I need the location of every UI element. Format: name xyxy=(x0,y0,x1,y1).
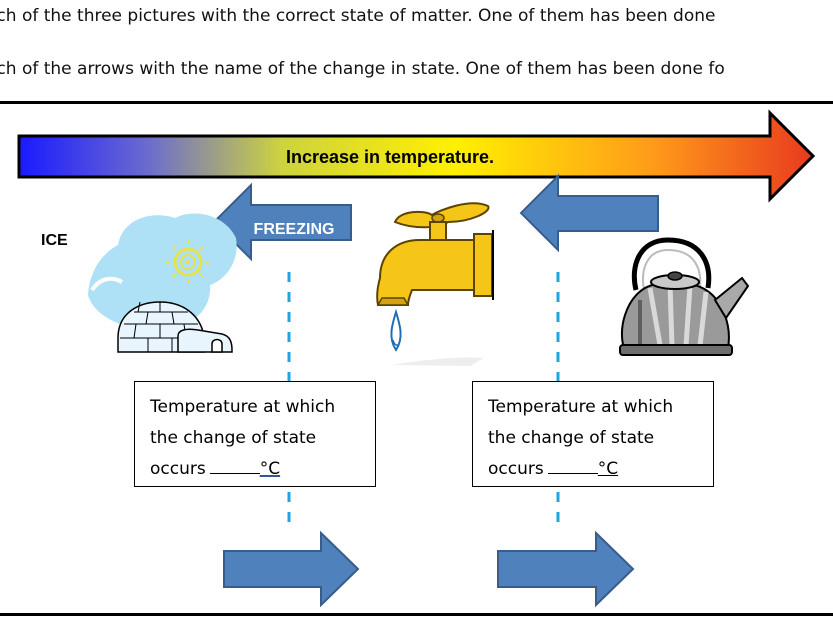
temperature-box-right-line2: the change of state xyxy=(488,428,655,448)
bottom-rule xyxy=(0,613,833,616)
temperature-box-right: Temperature at which the change of state… xyxy=(472,381,714,487)
temperature-arrow: Increase in temperature. xyxy=(17,109,816,203)
change-arrow-bottom-left[interactable] xyxy=(223,530,360,608)
occurs-label: occurs xyxy=(150,459,206,479)
temperature-box-right-line1: Temperature at which xyxy=(488,397,674,417)
temperature-arrow-label: Increase in temperature. xyxy=(286,147,494,167)
change-arrow-bottom-right[interactable] xyxy=(497,530,635,608)
instruction-line-1: ach of the three pictures with the corre… xyxy=(0,6,716,26)
temperature-blank-left[interactable] xyxy=(209,457,260,474)
tap-icon xyxy=(376,202,494,366)
freezing-arrow-label: FREEZING xyxy=(254,221,335,238)
igloo-icon xyxy=(88,213,237,353)
temperature-box-right-line3: occurs °C xyxy=(488,454,713,485)
celsius-unit: °C xyxy=(597,459,619,479)
kettle-icon xyxy=(619,237,750,356)
temperature-box-left: Temperature at which the change of state… xyxy=(134,381,376,487)
top-rule xyxy=(0,101,833,104)
temperature-box-left-line3: occurs °C xyxy=(150,454,375,485)
celsius-unit: °C xyxy=(259,459,281,479)
temperature-blank-right[interactable] xyxy=(547,457,598,474)
temperature-box-left-line1: Temperature at which xyxy=(150,397,336,417)
change-arrow-top-right[interactable] xyxy=(519,173,659,253)
instruction-line-2: ach of the arrows with the name of the c… xyxy=(0,59,725,79)
freezing-arrow[interactable]: FREEZING xyxy=(212,182,352,262)
temperature-box-left-line2: the change of state xyxy=(150,428,317,448)
ice-label: ICE xyxy=(41,232,68,249)
occurs-label: occurs xyxy=(488,459,544,479)
